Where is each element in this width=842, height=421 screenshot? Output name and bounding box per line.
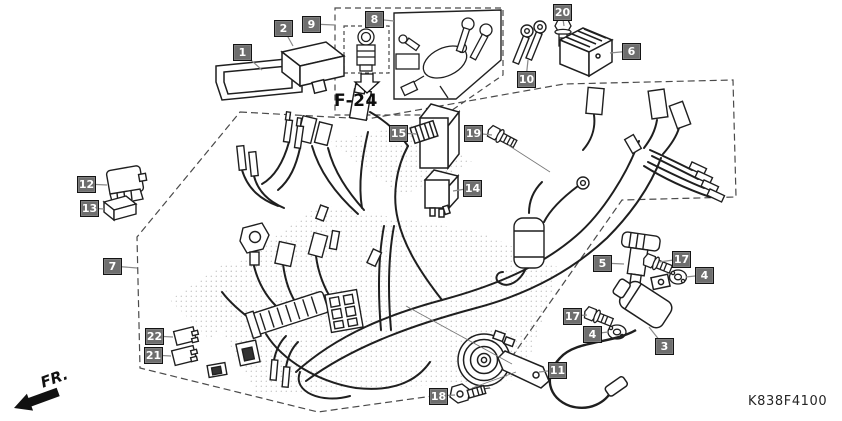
callout-11[interactable]: 11: [548, 362, 567, 379]
fr-label: FR.: [38, 365, 70, 391]
callout-21[interactable]: 21: [144, 347, 163, 364]
callout-15[interactable]: 15: [389, 125, 408, 142]
callout-13[interactable]: 13: [80, 200, 99, 217]
part-21-fuse: [170, 344, 199, 367]
callout-3[interactable]: 3: [655, 338, 674, 355]
part-9-lock-cylinder: [353, 28, 381, 94]
part-8-key-cylinder-set: [393, 9, 502, 100]
part-11-horn: [405, 305, 550, 389]
callout-7[interactable]: 7: [103, 258, 122, 275]
callout-19[interactable]: 19: [464, 125, 483, 142]
part-14-relay: [423, 169, 460, 218]
callout-10[interactable]: 10: [517, 71, 536, 88]
callout-17-2[interactable]: 17: [563, 308, 582, 325]
part-17-bolt-lower: [583, 305, 615, 327]
part-3-ignition-coil: [548, 273, 673, 409]
part-2-control-unit: [280, 41, 346, 95]
callout-2[interactable]: 2: [274, 20, 293, 37]
callout-9[interactable]: 9: [302, 16, 321, 33]
callout-18[interactable]: 18: [429, 388, 448, 405]
cross-reference-label[interactable]: F-24: [334, 91, 378, 111]
diagram-part-code: K838F4100: [748, 394, 828, 409]
callout-17[interactable]: 17: [672, 251, 691, 268]
fr-direction-arrow: FR.: [14, 365, 70, 411]
callout-12[interactable]: 12: [77, 176, 96, 193]
callout-22[interactable]: 22: [145, 328, 164, 345]
part-19-flange-bolt: [486, 124, 551, 173]
callout-4-2[interactable]: 4: [583, 326, 602, 343]
part-17-bolt-upper: [642, 252, 674, 274]
part-22-fuse: [172, 325, 200, 347]
part-18-bolt: [449, 371, 517, 404]
callout-4[interactable]: 4: [695, 267, 714, 284]
part-10-keys: [512, 20, 547, 66]
wire-harness-part-7: [221, 111, 711, 400]
callout-8[interactable]: 8: [365, 11, 384, 28]
harness-boundary-outline: [136, 79, 737, 413]
part-15-cdi-unit: [409, 103, 461, 171]
callout-1[interactable]: 1: [233, 44, 252, 61]
callout-5[interactable]: 5: [593, 255, 612, 272]
part-13-diode: [102, 195, 138, 222]
harness-connectors: [206, 83, 726, 388]
callout-14[interactable]: 14: [463, 180, 482, 197]
part-4-nut-upper: [668, 269, 688, 285]
part-6-rectifier: [558, 27, 614, 78]
callout-20[interactable]: 20: [553, 4, 572, 21]
callout-6[interactable]: 6: [622, 43, 641, 60]
